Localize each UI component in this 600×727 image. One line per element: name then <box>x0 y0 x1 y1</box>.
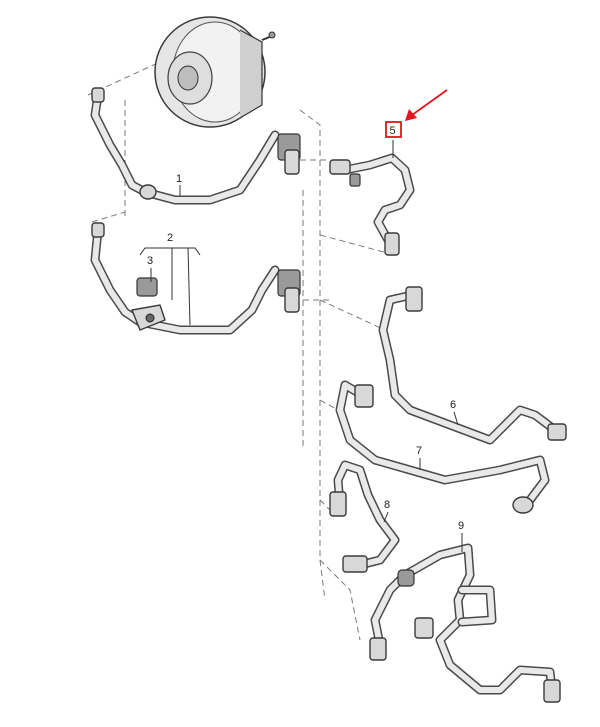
brake-booster <box>154 16 276 128</box>
assembly-guide-lines <box>87 61 409 641</box>
part-label-7: 7 <box>416 445 422 457</box>
highlight-box <box>385 121 402 138</box>
vacuum-hose-9 <box>369 543 561 703</box>
highlight-arrow-head <box>405 109 417 121</box>
leader-lines <box>139 140 463 552</box>
vacuum-hose-2 <box>90 222 301 335</box>
highlight-callout: 5 <box>385 89 448 138</box>
vacuum-hose-6 <box>378 286 567 445</box>
vacuum-hose-5 <box>329 153 415 256</box>
vacuum-hose-1 <box>90 87 301 205</box>
part-label-6: 6 <box>450 399 456 411</box>
vacuum-hose-8 <box>329 460 400 573</box>
vacuum-hose-7 <box>335 380 550 514</box>
part-label-3: 3 <box>147 255 153 267</box>
part-label-8: 8 <box>384 499 390 511</box>
part-label-1: 1 <box>176 173 182 185</box>
part-label-2: 2 <box>167 232 173 244</box>
part-label-9: 9 <box>458 520 464 532</box>
highlight-arrow <box>411 89 448 116</box>
part-label-5: 5 <box>390 125 396 137</box>
check-valve-3 <box>131 277 166 331</box>
